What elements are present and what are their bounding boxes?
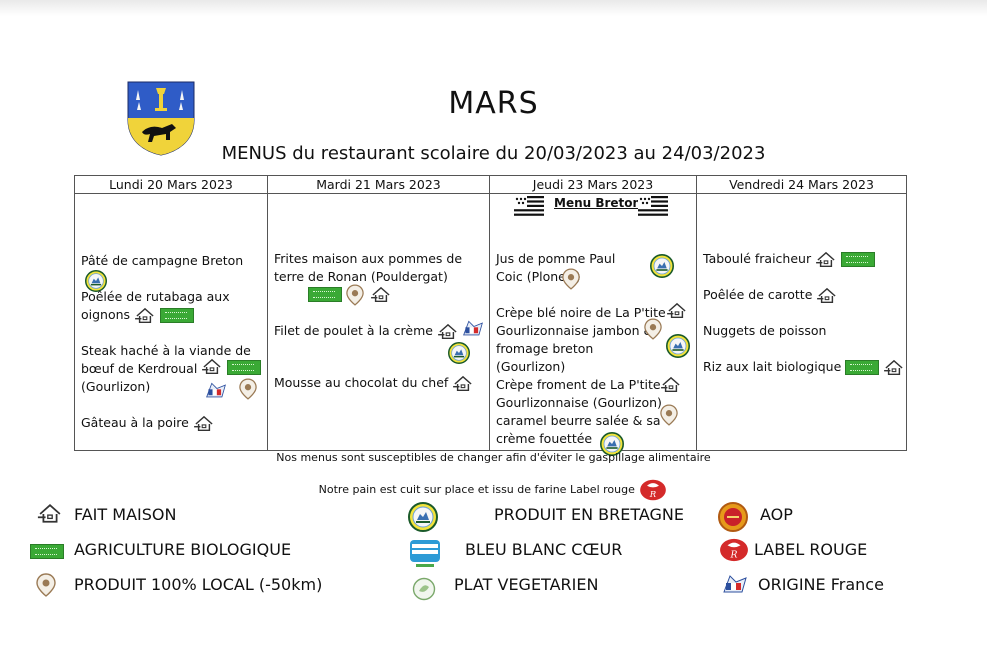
legend-label-rouge: LABEL ROUGE [754,540,868,559]
day-header: Jeudi 23 Mars 2023 [489,175,697,194]
menu-item: Jus de pomme Paul Coic (Ploneis) [496,250,646,286]
bleu-blanc-coeur-icon [408,536,442,570]
menu-item-label: Frites maison aux pommes de terre de Ron… [274,251,463,284]
page-subtitle: MENUS du restaurant scolaire du 20/03/20… [221,143,766,164]
aop-icon [718,502,748,532]
legend-bretagne: PRODUIT EN BRETAGNE [494,505,685,524]
menu-item-label: Nuggets de poisson [703,323,827,338]
menu-item: Nuggets de poisson [703,322,903,340]
menu-item: Poêlée de rutabaga aux oignons [81,288,231,325]
menu-item-label: Pâté de campagne Breton [81,253,244,268]
menu-item: Taboulé fraicheur [703,250,903,269]
legend-local: PRODUIT 100% LOCAL (-50km) [74,575,323,594]
bio-label-icon [30,544,64,559]
origine-france-icon [203,380,229,402]
house-icon [660,376,682,394]
origine-france-icon [460,318,486,340]
house-icon [193,415,215,433]
house-icon [666,302,688,320]
day-column-vendredi: Taboulé fraicheur Poêlée de carotte Nugg… [696,193,907,451]
breton-flag-icon [514,196,544,216]
day-column-jeudi: Menu Breton Jus de pomme Paul Coic (Plon… [489,193,697,451]
menu-item: Gâteau à la poire [81,414,267,433]
menu-item: Riz aux lait biologique [703,358,907,377]
menu-item: Frites maison aux pommes de terre de Ron… [274,250,464,286]
menu-item-label: Poêlée de carotte [703,287,813,302]
house-icon [201,358,223,376]
vegetarian-icon [412,577,436,601]
menu-item-label: Jus de pomme Paul Coic (Ploneis) [496,251,616,284]
legend-aop: AOP [760,505,793,524]
menu-item: Filet de poulet à la crème [274,322,496,341]
bio-label-icon [841,252,876,267]
bio-label-icon [845,360,880,375]
house-icon [883,359,905,377]
house-icon [134,307,156,325]
menu-item: Steak haché à la viande de bœuf de Kerdr… [81,342,253,396]
menu-breton-banner: Menu Breton [554,196,642,210]
menu-item-label: Crèpe blé noire de La P'tite Gourlizonna… [496,305,666,374]
day-header: Mardi 21 Mars 2023 [267,175,490,194]
bio-label-icon [308,287,342,302]
menu-item-label: Mousse au chocolat du chef [274,375,449,390]
bread-note: Notre pain est cuit sur place et issu de… [0,478,987,502]
page-title: MARS [448,86,539,121]
menu-table: Lundi 20 Mars 2023 Mardi 21 Mars 2023 Je… [74,175,907,451]
produit-en-bretagne-icon [666,334,690,358]
local-pin-icon [36,572,56,598]
menu-item-label: Filet de poulet à la crème [274,323,433,338]
legend-bio: AGRICULTURE BIOLOGIQUE [74,540,292,559]
local-pin-icon [346,284,364,306]
legend-vege: PLAT VEGETARIEN [454,575,599,594]
day-header: Vendredi 24 Mars 2023 [696,175,907,194]
label-rouge-icon [718,537,750,563]
house-icon [437,323,459,341]
bio-label-icon [160,308,195,323]
waste-note: Nos menus sont susceptibles de changer a… [276,451,711,464]
label-rouge-icon [638,478,668,502]
menu-item-label: Crèpe froment de La P'tite Gourlizonnais… [496,377,662,446]
house-icon [370,286,392,304]
produit-en-bretagne-icon [650,254,674,278]
house-icon [815,251,837,269]
produit-en-bretagne-icon [448,342,470,364]
menu-item: Crèpe froment de La P'tite Gourlizonnais… [496,376,666,448]
menu-item: Pâté de campagne Breton [81,252,267,292]
bio-label-icon [227,360,261,375]
menu-header-row: Lundi 20 Mars 2023 Mardi 21 Mars 2023 Je… [74,175,907,194]
produit-en-bretagne-icon [408,502,438,532]
bread-note-text: Notre pain est cuit sur place et issu de… [318,483,635,496]
day-column-mardi: Frites maison aux pommes de terre de Ron… [267,193,490,451]
menu-item: Crèpe blé noire de La P'tite Gourlizonna… [496,304,666,376]
coat-of-arms-icon [127,81,195,156]
local-pin-icon [239,378,257,400]
house-icon [452,375,474,393]
house-icon [36,503,64,525]
origine-france-icon [720,572,750,598]
breton-flag-icon [638,196,668,216]
local-pin-icon [660,404,678,426]
legend-fait-maison: FAIT MAISON [74,505,177,524]
legend-origine: ORIGINE France [758,575,884,594]
menu-item: Mousse au chocolat du chef [274,374,484,393]
menu-item-label: Gâteau à la poire [81,415,189,430]
menu-item: Poêlée de carotte [703,286,903,305]
local-pin-icon [644,318,662,340]
menu-item-label: Poêlée de rutabaga aux oignons [81,289,230,322]
day-header: Lundi 20 Mars 2023 [74,175,268,194]
legend-bbc: BLEU BLANC CŒUR [465,540,623,559]
house-icon [816,287,838,305]
top-shadow [0,0,987,16]
menu-item-label: Steak haché à la viande de bœuf de Kerdr… [81,343,251,394]
menu-item-label: Riz aux lait biologique [703,359,842,374]
day-column-lundi: Pâté de campagne Breton Poêlée de rutaba… [74,193,268,451]
menu-body-row: Pâté de campagne Breton Poêlée de rutaba… [74,193,907,451]
local-pin-icon [562,268,580,290]
menu-item-label: Taboulé fraicheur [703,251,812,266]
